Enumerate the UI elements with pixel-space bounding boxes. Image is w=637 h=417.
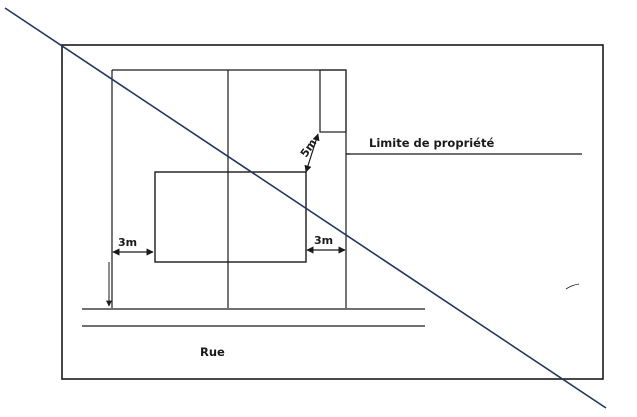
- setback-right: 3m: [306, 234, 346, 254]
- setback-diagonal: 5m: [298, 133, 320, 173]
- setback-left-label: 3m: [118, 236, 137, 249]
- stray-mark: [565, 283, 580, 290]
- outer-frame: [61, 44, 604, 380]
- setback-left: 3m: [112, 236, 154, 256]
- property-limit-label: Limite de propriété: [369, 136, 494, 150]
- setback-right-label: 3m: [314, 234, 333, 247]
- property-limit-annotation: Limite de propriété: [346, 136, 582, 155]
- parcel-lines: [111, 69, 347, 308]
- neighbor-building: [319, 69, 347, 133]
- street: Rue: [82, 308, 425, 359]
- main-building: [154, 171, 307, 263]
- strike-through-line: [4, 7, 607, 409]
- street-label: Rue: [200, 345, 225, 359]
